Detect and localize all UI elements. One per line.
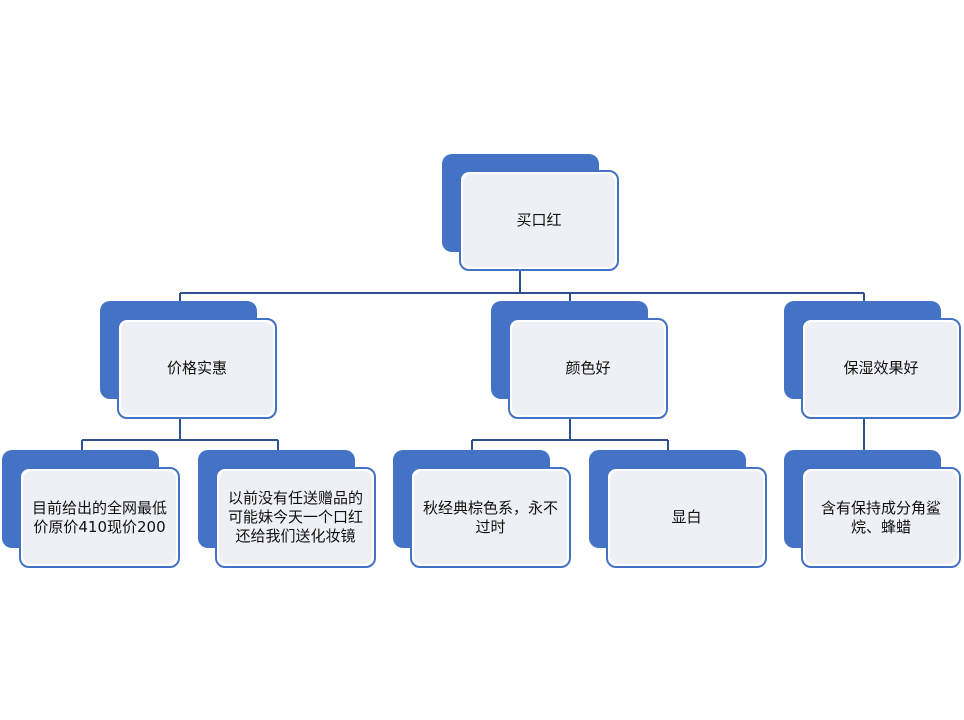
node-card: 目前给出的全网最低价原价410现价200 — [19, 467, 180, 568]
category-label: 保湿效果好 — [843, 359, 919, 377]
node-card-fill — [23, 471, 176, 564]
leaf-node-color-2: 显白 — [589, 450, 767, 568]
leaf-node-color-1: 秋经典棕色系，永不过时 — [393, 450, 571, 568]
node-card-fill — [219, 471, 372, 564]
leaf-label: 秋经典棕色系，永不过时 — [422, 498, 558, 536]
category-node-price: 价格实惠 — [100, 301, 277, 419]
node-card: 买口红 — [459, 170, 619, 271]
node-card-fill — [610, 471, 763, 564]
node-card-fill — [414, 471, 567, 564]
root-node: 买口红 — [442, 154, 619, 271]
node-card: 含有保持成分角鲨烷、蜂蜡 — [801, 467, 961, 568]
node-card: 秋经典棕色系，永不过时 — [410, 467, 571, 568]
leaf-label: 以前没有任送赠品的可能妹今天一个口红还给我们送化妆镜 — [227, 489, 363, 545]
root-label: 买口红 — [516, 211, 562, 229]
leaf-label: 目前给出的全网最低价原价410现价200 — [31, 498, 167, 536]
category-node-color: 颜色好 — [491, 301, 668, 419]
node-card: 以前没有任送赠品的可能妹今天一个口红还给我们送化妆镜 — [215, 467, 376, 568]
leaf-node-price-1: 目前给出的全网最低价原价410现价200 — [2, 450, 180, 568]
category-node-moisture: 保湿效果好 — [784, 301, 961, 419]
node-card: 价格实惠 — [117, 318, 277, 419]
leaf-node-price-2: 以前没有任送赠品的可能妹今天一个口红还给我们送化妆镜 — [198, 450, 376, 568]
node-card-fill — [121, 322, 273, 415]
category-label: 价格实惠 — [166, 359, 227, 377]
node-card-fill — [512, 322, 664, 415]
leaf-label: 显白 — [671, 508, 702, 526]
leaf-label: 含有保持成分角鲨烷、蜂蜡 — [820, 498, 941, 536]
node-card-fill — [463, 174, 615, 267]
node-card-fill — [805, 322, 957, 415]
category-label: 颜色好 — [565, 359, 611, 377]
node-card: 显白 — [606, 467, 767, 568]
node-card: 保湿效果好 — [801, 318, 961, 419]
node-card-fill — [805, 471, 957, 564]
leaf-node-moisture-1: 含有保持成分角鲨烷、蜂蜡 — [784, 450, 961, 568]
node-card: 颜色好 — [508, 318, 668, 419]
